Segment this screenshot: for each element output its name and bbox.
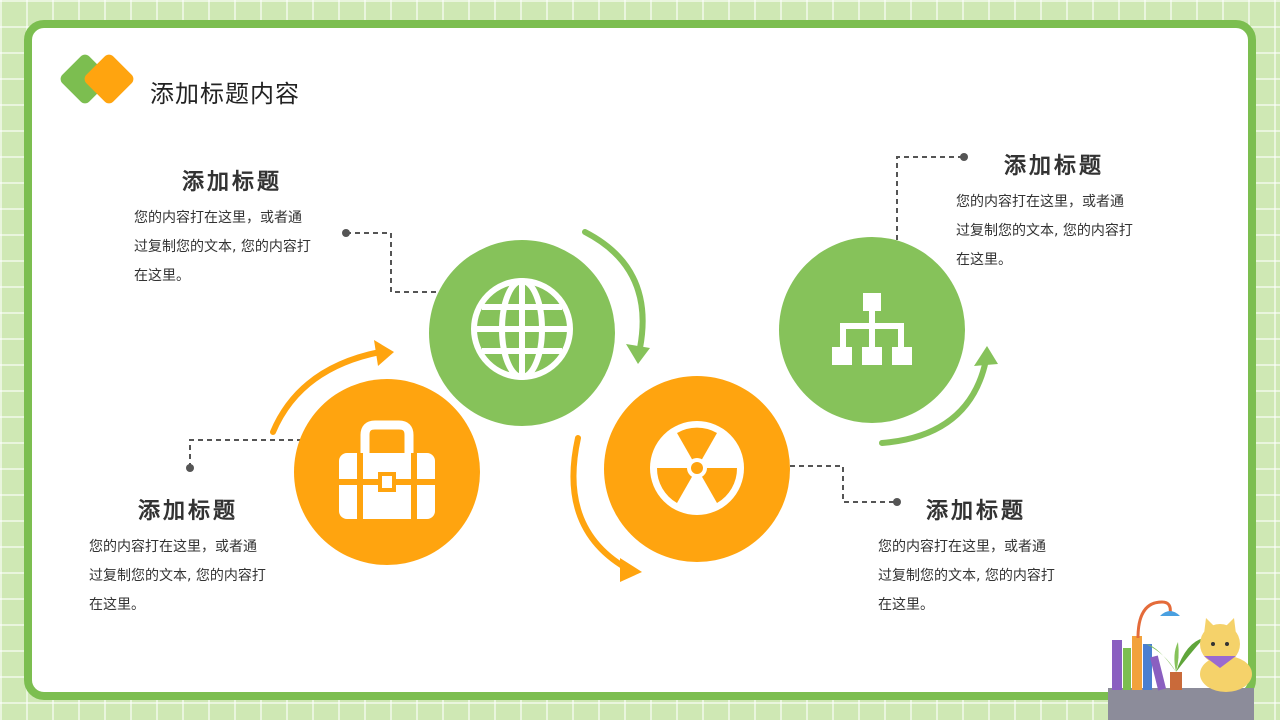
connector-dot-bottom-left xyxy=(186,464,194,472)
arrowhead-green-top xyxy=(626,344,650,364)
arrow-orange-bottom xyxy=(570,435,629,571)
connector-dot-bottom-right xyxy=(893,498,901,506)
text-line: 在这里。 xyxy=(956,252,1012,268)
connector-line-bottom-left xyxy=(189,439,300,468)
circle-briefcase xyxy=(294,379,480,565)
radiation-icon xyxy=(650,421,744,515)
arrow-green-top xyxy=(582,229,646,351)
arrow-orange-left xyxy=(270,349,383,435)
block-title-top-right: 添加标题 xyxy=(1004,154,1105,179)
text-line: 过复制您的文本, 您的内容打 xyxy=(89,568,266,584)
arrowhead-orange-left xyxy=(374,340,394,366)
sitemap-icon xyxy=(832,293,912,365)
connector-line-bottom-right xyxy=(790,465,897,503)
connector-line-top-right xyxy=(896,156,964,240)
text-line: 在这里。 xyxy=(878,597,934,613)
text-line: 您的内容打在这里，或者通 xyxy=(878,539,1046,555)
block-title-top-left: 添加标题 xyxy=(182,170,283,195)
block-title-bottom-left: 添加标题 xyxy=(138,499,239,524)
text-line: 您的内容打在这里，或者通 xyxy=(956,194,1124,210)
text-line: 过复制您的文本, 您的内容打 xyxy=(956,223,1133,239)
arrow-green-right xyxy=(879,357,989,446)
briefcase-icon xyxy=(339,420,435,519)
block-text-bottom-left: 您的内容打在这里，或者通 过复制您的文本, 您的内容打 在这里。 xyxy=(89,533,299,620)
circle-sitemap xyxy=(779,237,965,423)
text-line: 在这里。 xyxy=(89,597,145,613)
text-line: 过复制您的文本, 您的内容打 xyxy=(878,568,1055,584)
text-line: 您的内容打在这里，或者通 xyxy=(89,539,257,555)
page-title: 添加标题内容 xyxy=(150,80,300,108)
block-text-top-right: 您的内容打在这里，或者通 过复制您的文本, 您的内容打 在这里。 xyxy=(956,188,1166,275)
globe-icon xyxy=(471,278,573,380)
text-line: 过复制您的文本, 您的内容打 xyxy=(134,239,311,255)
desk-decoration-illustration xyxy=(1108,600,1254,720)
block-text-top-left: 您的内容打在这里，或者通 过复制您的文本, 您的内容打 在这里。 xyxy=(134,204,344,291)
text-line: 您的内容打在这里，或者通 xyxy=(134,210,302,226)
block-text-bottom-right: 您的内容打在这里，或者通 过复制您的文本, 您的内容打 在这里。 xyxy=(878,533,1088,620)
logo-diamonds-icon xyxy=(60,54,134,104)
connector-line-top-left xyxy=(346,232,440,293)
connector-dot-top-right xyxy=(960,153,968,161)
circle-globe xyxy=(429,240,615,426)
connector-dot-top-left xyxy=(342,229,350,237)
text-line: 在这里。 xyxy=(134,268,190,284)
arrowhead-green-right xyxy=(974,346,998,366)
arrowhead-orange-bottom xyxy=(620,558,642,582)
block-title-bottom-right: 添加标题 xyxy=(926,499,1027,524)
circle-radiation xyxy=(604,376,790,562)
